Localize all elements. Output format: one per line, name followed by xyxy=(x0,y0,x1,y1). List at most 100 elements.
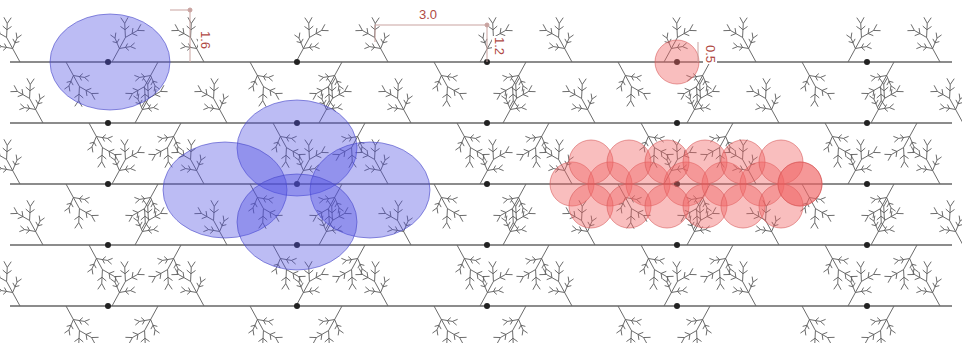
branch-stroke xyxy=(382,85,385,91)
branch-stroke xyxy=(102,135,105,138)
branch-stroke xyxy=(571,108,576,110)
branch-stroke xyxy=(157,258,162,260)
branch-stroke xyxy=(845,273,847,279)
branch-stroke xyxy=(135,321,139,325)
branch-stroke xyxy=(141,196,144,199)
branch-stroke xyxy=(924,44,926,48)
branch-stroke xyxy=(458,264,462,265)
branch-stroke xyxy=(454,212,456,218)
branch-stroke xyxy=(917,165,921,169)
branch-stroke xyxy=(432,86,437,89)
branch-stroke xyxy=(950,209,955,212)
branch-stroke xyxy=(73,198,84,200)
branch-stroke xyxy=(349,284,352,290)
branch-stroke xyxy=(485,283,487,287)
branch-stroke xyxy=(370,47,381,49)
branch-stroke xyxy=(113,164,117,165)
branch-stroke xyxy=(838,270,850,277)
branch-stroke xyxy=(828,137,832,147)
branch-stroke xyxy=(4,166,6,170)
branch-stroke xyxy=(206,89,208,95)
branch-stroke xyxy=(506,216,508,222)
branch-stroke xyxy=(715,259,726,261)
branch-stroke xyxy=(896,151,898,157)
branch-stroke xyxy=(92,137,96,147)
branch-stroke xyxy=(92,215,99,216)
branch-stroke xyxy=(155,330,160,333)
branch-stroke xyxy=(631,74,634,77)
branch-stroke xyxy=(338,330,340,336)
branch-stroke xyxy=(938,95,943,97)
branch-stroke xyxy=(493,215,500,216)
branch-stroke xyxy=(466,284,470,290)
branch-stroke xyxy=(874,30,881,31)
branch-stroke xyxy=(547,156,552,158)
branch-stroke xyxy=(815,74,818,77)
branch-stroke xyxy=(501,88,506,90)
branch-stroke xyxy=(860,23,862,37)
branch-stroke xyxy=(712,273,714,279)
branch-stroke xyxy=(263,338,267,342)
branch-stroke xyxy=(720,245,733,270)
branch-stroke xyxy=(533,138,535,142)
branch-stroke xyxy=(153,325,157,326)
branch-stroke xyxy=(904,277,909,280)
branch-stroke xyxy=(251,325,255,326)
branch-stroke xyxy=(435,81,439,82)
branch-stroke xyxy=(317,88,322,90)
branch-stroke xyxy=(947,78,950,84)
branch-stroke xyxy=(506,268,509,274)
branch-stroke xyxy=(210,87,214,91)
branch-stroke xyxy=(904,155,909,158)
branch-stroke xyxy=(220,100,222,104)
branch-stroke xyxy=(936,33,938,39)
branch-stroke xyxy=(716,257,719,260)
branch-stroke xyxy=(503,220,516,245)
branch-stroke xyxy=(319,321,323,325)
branch-stroke xyxy=(470,284,473,290)
branch-stroke xyxy=(465,155,470,158)
branch-stroke xyxy=(717,138,719,142)
branch-stroke xyxy=(508,222,510,226)
branch-stroke xyxy=(86,332,91,334)
branch-stroke xyxy=(322,274,329,275)
branch-stroke xyxy=(492,145,494,159)
branch-stroke xyxy=(543,268,546,274)
branch-stroke xyxy=(889,104,893,108)
branch-stroke xyxy=(464,137,475,139)
branch-stroke xyxy=(508,320,519,322)
branch-stroke xyxy=(523,89,525,95)
branch-stroke xyxy=(102,148,114,155)
branch-stroke xyxy=(874,152,881,153)
branch-stroke xyxy=(946,87,950,91)
branch-stroke xyxy=(4,139,7,145)
branch-stroke xyxy=(394,87,398,91)
branch-stroke xyxy=(897,213,904,214)
branch-stroke xyxy=(910,264,912,268)
branch-stroke xyxy=(705,81,709,82)
branch-stroke xyxy=(559,18,563,24)
branch-stroke xyxy=(322,24,325,30)
branch-stroke xyxy=(263,101,266,107)
branch-stroke xyxy=(910,142,912,146)
branch-stroke xyxy=(299,33,301,39)
branch-stroke xyxy=(339,86,344,89)
branch-stroke xyxy=(938,217,943,219)
branch-stroke xyxy=(141,318,144,321)
branch-stroke xyxy=(14,207,17,213)
branch-stroke xyxy=(115,282,119,292)
branch-stroke xyxy=(911,146,914,152)
branch-stroke xyxy=(164,257,167,260)
branch-stroke xyxy=(526,260,530,264)
branch-stroke xyxy=(661,273,663,279)
branch-stroke xyxy=(861,44,863,48)
branch-stroke xyxy=(503,199,507,203)
branch-stroke xyxy=(125,288,127,292)
branch-stroke xyxy=(851,33,853,39)
branch-stroke xyxy=(153,203,157,204)
branch-stroke xyxy=(733,43,737,47)
branch-stroke xyxy=(174,264,176,268)
branch-stroke xyxy=(914,30,926,37)
branch-stroke xyxy=(519,81,521,85)
branch-stroke xyxy=(874,24,877,30)
